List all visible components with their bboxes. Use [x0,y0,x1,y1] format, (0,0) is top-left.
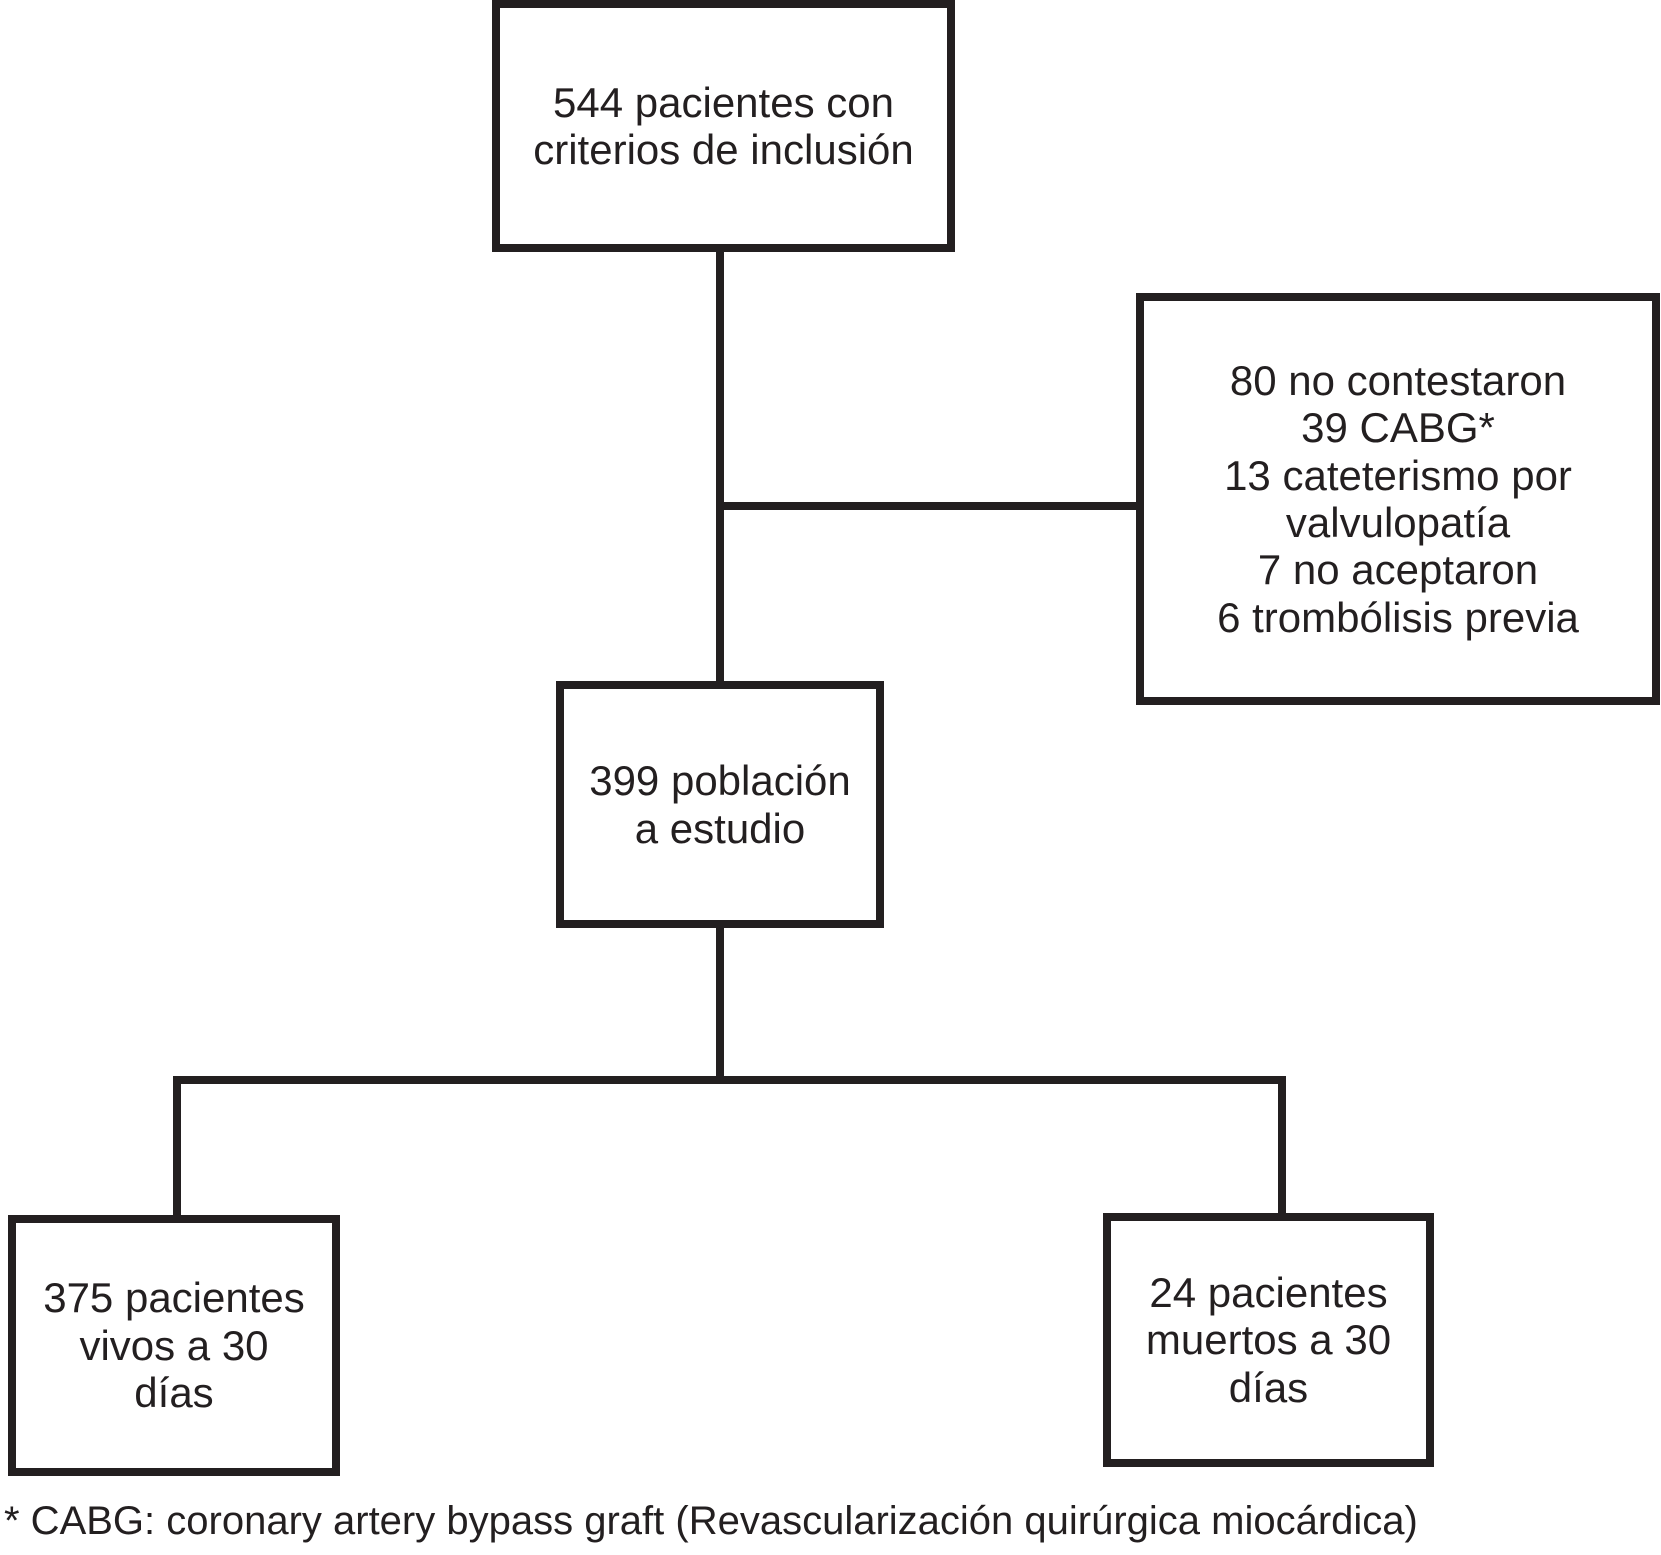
connector-split-horizontal [173,1076,1286,1084]
node-study-line: 399 población [589,757,851,805]
node-alive-line: vivos a 30 [79,1321,269,1369]
connector-study-to-split [716,924,724,1082]
node-dead-line: días [1228,1363,1309,1411]
connector-drop-alive [173,1076,181,1219]
node-alive-line: días [134,1369,214,1417]
node-exclusions: 80 no contestaron 39 CABG* 13 cateterism… [1136,293,1660,705]
node-dead-line: 24 pacientes [1149,1268,1388,1316]
connector-exclusions-branch [720,502,1136,510]
node-exclusions-line: 7 no aceptaron [1257,546,1539,594]
node-dead-line: muertos a 30 [1145,1316,1392,1364]
node-inclusion-criteria: 544 pacientes con criterios de inclusión [492,0,955,252]
connector-inclusion-to-study [716,248,724,685]
node-inclusion-line: 544 pacientes con [553,78,894,126]
node-inclusion-line: criterios de inclusión [533,126,914,173]
node-exclusions-line: 6 trombólisis previa [1217,593,1579,641]
node-exclusions-line: 13 cateterismo por [1224,451,1572,499]
cabg-footnote: * CABG: coronary artery bypass graft (Re… [4,1499,1418,1543]
node-study-population: 399 población a estudio [556,681,884,928]
node-study-line: a estudio [634,804,806,852]
node-alive-line: 375 pacientes [43,1274,305,1322]
connector-drop-dead [1278,1076,1286,1217]
node-dead-30-days: 24 pacientes muertos a 30 días [1103,1213,1434,1467]
node-exclusions-line: valvulopatía [1285,499,1511,546]
node-exclusions-line: 39 CABG* [1301,404,1495,452]
node-exclusions-line: 80 no contestaron [1229,356,1567,404]
node-alive-30-days: 375 pacientes vivos a 30 días [8,1215,340,1476]
